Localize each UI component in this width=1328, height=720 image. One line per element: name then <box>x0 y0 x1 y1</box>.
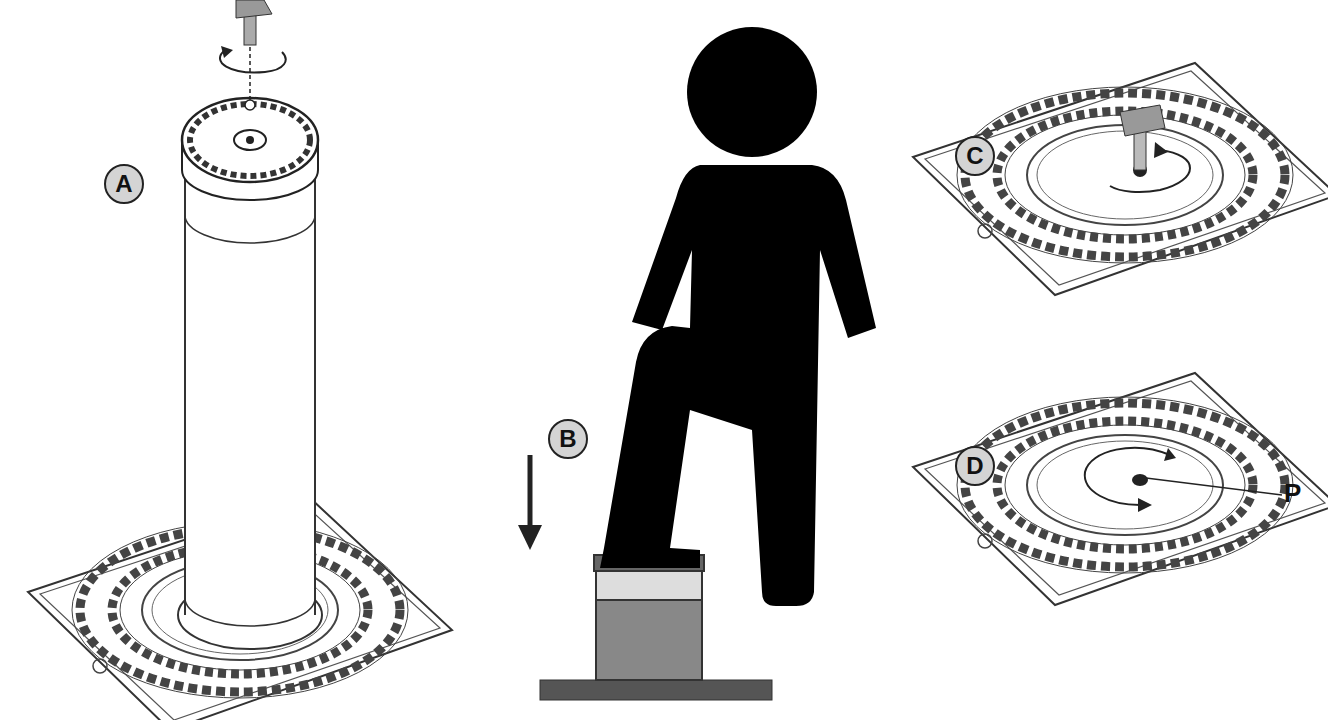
plate-with-point <box>913 373 1328 605</box>
step-letter: D <box>966 452 983 480</box>
step-letter: C <box>966 142 983 170</box>
callout-letter: P <box>1284 478 1301 509</box>
person-silhouette <box>600 27 876 606</box>
step-circle: A <box>104 164 144 204</box>
step-circle: C <box>955 136 995 176</box>
step-letter: A <box>115 170 132 198</box>
plate-with-key <box>913 63 1328 295</box>
step-letter: B <box>559 425 576 453</box>
step-circle: D <box>955 446 995 486</box>
step-circle: B <box>548 419 588 459</box>
bollard-raised <box>28 0 452 720</box>
